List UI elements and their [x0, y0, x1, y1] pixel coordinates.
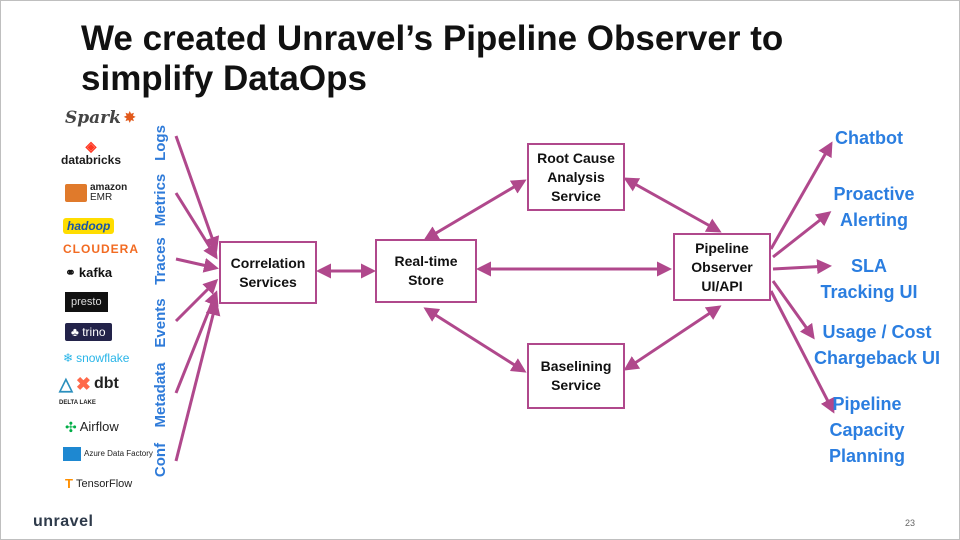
- arrow-out-chatbot: [769, 141, 833, 250]
- logo-dbt-deltalake: △ ✖ dbt DELTA LAKE: [59, 374, 119, 406]
- emr-cube-icon: [65, 184, 87, 202]
- logo-azure-data-factory: Azure Data Factory: [63, 447, 153, 461]
- trino-badge: ♣ trino: [65, 323, 112, 341]
- tensorflow-icon: T: [65, 476, 73, 491]
- dbt-x-icon: ✖: [75, 374, 91, 394]
- trino-bunny-icon: ♣: [71, 325, 79, 339]
- arrow-metrics-in: [174, 192, 218, 260]
- slide-title: We created Unravel’s Pipeline Observer t…: [81, 19, 784, 98]
- input-label-events: Events: [152, 298, 169, 348]
- arrow-conf-in: [174, 300, 221, 462]
- cloudera-label: CLOUDERA: [63, 242, 139, 256]
- kafka-label: kafka: [78, 265, 113, 280]
- logo-trino: ♣ trino: [65, 323, 112, 341]
- logo-databricks: ◈ databricks: [61, 139, 121, 167]
- logo-airflow: ✣ Airflow: [65, 419, 119, 435]
- arrow-out-capacity: [769, 290, 835, 414]
- emr-amazon-label: amazon: [90, 182, 128, 193]
- logo-cloudera: CLOUDERA: [63, 242, 139, 256]
- logo-presto: presto: [65, 292, 108, 312]
- logo-kafka: ⚭ kafka: [65, 266, 112, 280]
- arrow-store-baselining: [423, 307, 527, 373]
- logo-hadoop: hadoop: [63, 218, 115, 234]
- deltalake-icon: △: [59, 374, 73, 394]
- arrow-logs-in: [174, 135, 220, 252]
- logo-emr: amazon EMR: [65, 183, 127, 203]
- output-sla-tracking: SLA Tracking UI: [820, 256, 918, 302]
- hadoop-label: hadoop: [63, 218, 115, 234]
- box-baselining-service: Baselining Service: [527, 343, 625, 409]
- kafka-nodes-icon: ⚭: [65, 265, 76, 280]
- logo-spark: Spark✸: [65, 108, 136, 128]
- logo-tensorflow: T TensorFlow: [65, 477, 132, 491]
- arrow-events-in: [174, 278, 219, 323]
- output-usage-cost: Usage / Cost Chargeback UI: [813, 322, 941, 368]
- databricks-label: databricks: [61, 153, 122, 167]
- deltalake-label: DELTA LAKE: [59, 400, 96, 406]
- brand-logo: unravel: [33, 513, 94, 530]
- snowflake-label: snowflake: [76, 351, 130, 365]
- presto-label: presto: [65, 292, 108, 312]
- box-root-cause-analysis: Root Cause Analysis Service: [527, 143, 625, 211]
- arrow-store-rca: [423, 179, 527, 241]
- page-number: 23: [905, 518, 916, 528]
- logo-snowflake: ❄ snowflake: [63, 351, 129, 365]
- output-chatbot: Chatbot: [835, 128, 903, 148]
- spark-label: Spark: [65, 108, 121, 128]
- tensorflow-label: TensorFlow: [75, 478, 133, 490]
- emr-label: EMR: [90, 192, 113, 203]
- output-proactive-alerting: Proactive Alerting: [833, 184, 915, 230]
- box-correlation-services: Correlation Services: [219, 241, 317, 304]
- azure-label: Azure Data Factory: [84, 449, 153, 458]
- arrow-out-alerting: [772, 211, 832, 259]
- arrow-baselining-observer: [623, 305, 722, 371]
- box-pipeline-observer: Pipeline Observer UI/API: [673, 233, 771, 301]
- trino-label: trino: [82, 325, 106, 339]
- box-realtime-store: Real-time Store: [375, 239, 477, 303]
- airflow-pinwheel-icon: ✣: [65, 419, 77, 435]
- arrow-out-sla: [772, 259, 832, 275]
- spark-star-icon: ✸: [123, 110, 136, 126]
- azure-factory-icon: [63, 447, 81, 461]
- dbt-label: dbt: [93, 375, 119, 392]
- databricks-layers-icon: ◈: [85, 138, 97, 154]
- snowflake-icon: ❄: [63, 351, 74, 365]
- arrow-rca-observer: [623, 177, 722, 233]
- arrow-traces-in: [175, 257, 219, 273]
- arrow-out-usage: [771, 280, 815, 340]
- input-label-conf: Conf: [152, 442, 169, 478]
- output-capacity-planning: Pipeline Capacity Planning: [829, 394, 905, 466]
- airflow-label: Airflow: [79, 419, 119, 434]
